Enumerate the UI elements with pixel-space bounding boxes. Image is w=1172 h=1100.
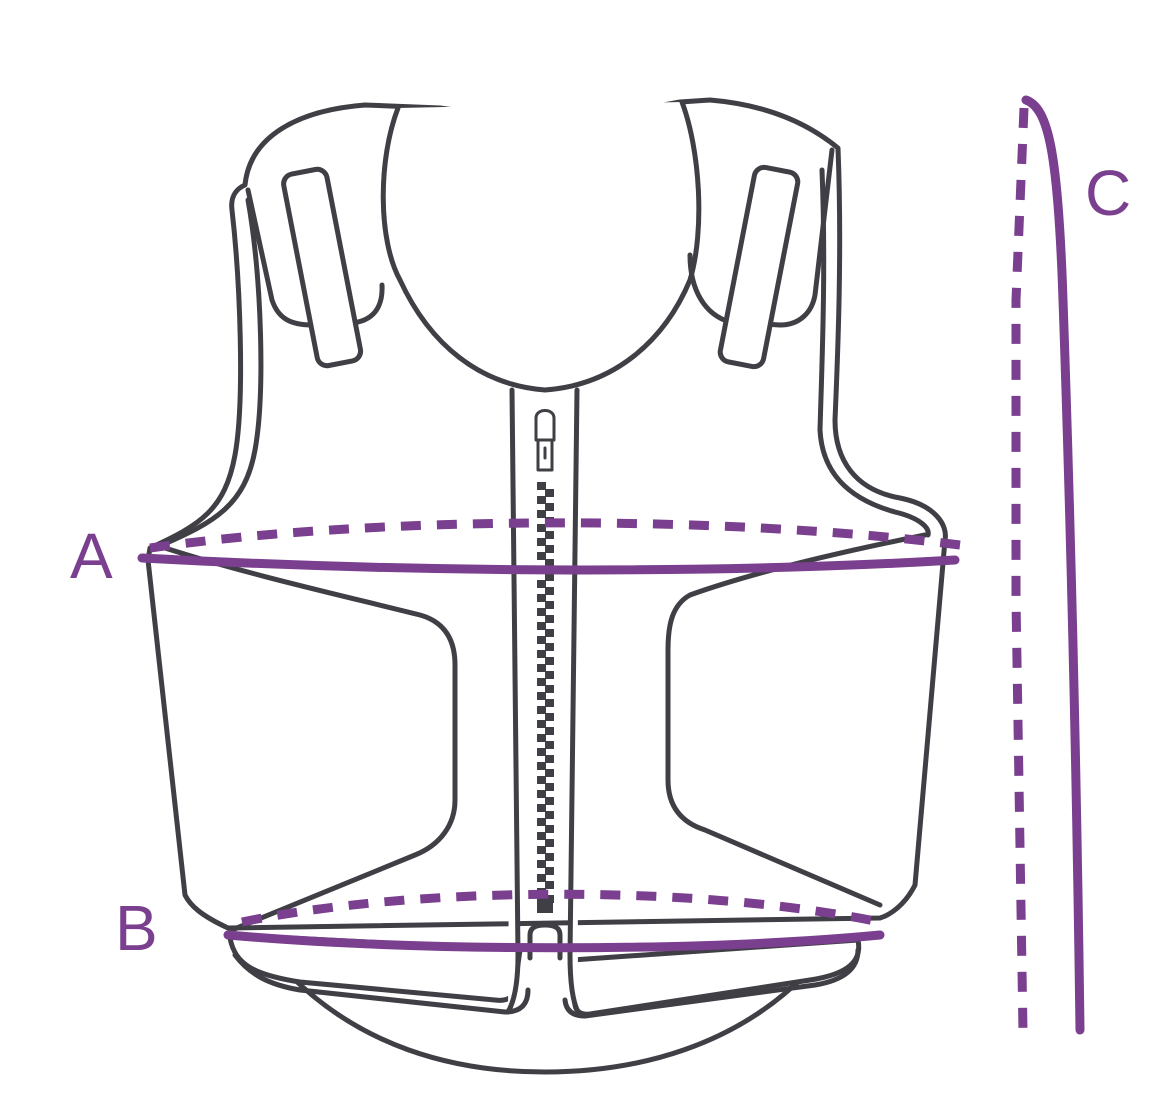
zipper-tooth <box>537 678 546 686</box>
zipper-tooth <box>545 629 554 637</box>
zipper-tooth <box>545 531 554 539</box>
vest-neck-opening <box>380 99 702 393</box>
zipper-tooth <box>545 503 554 511</box>
zipper-tooth <box>537 818 546 826</box>
zipper-tooth <box>545 573 554 581</box>
measurement-a-front-solid <box>137 553 960 575</box>
zipper-tooth <box>537 552 546 560</box>
zipper-tooth <box>545 615 554 623</box>
zipper-tooth <box>545 671 554 679</box>
measurement-b-front-solid <box>223 930 885 953</box>
zipper-tooth <box>545 755 554 763</box>
zipper-tooth <box>545 489 554 497</box>
zipper-tooth <box>545 559 554 567</box>
zipper-tooth <box>545 797 554 805</box>
zipper-tooth <box>537 790 546 798</box>
vest-right-shoulder-strap <box>717 164 801 370</box>
zipper-tooth <box>537 874 546 882</box>
zipper-tooth <box>537 636 546 644</box>
vest-left-side-panel <box>162 545 458 933</box>
zipper-tooth <box>545 825 554 833</box>
zipper-tooth <box>545 699 554 707</box>
label-b: B <box>115 892 158 964</box>
zipper-tooth <box>537 832 546 840</box>
zipper-tooth <box>537 804 546 812</box>
measurement-b-back-dashed <box>241 889 881 927</box>
zipper-tooth <box>545 853 554 861</box>
zipper-tooth <box>537 706 546 714</box>
zipper-tooth <box>537 538 546 546</box>
vest-right-side-inner-line <box>817 167 931 538</box>
zipper-tooth <box>537 482 546 490</box>
zipper-tooth <box>537 748 546 756</box>
zipper-tooth <box>545 685 554 693</box>
zipper-tooth <box>537 580 546 588</box>
zipper-tooth <box>545 713 554 721</box>
zipper-tooth <box>537 650 546 658</box>
zipper-tooth <box>537 846 546 854</box>
zipper-tooth <box>537 622 546 630</box>
zipper-tooth <box>545 811 554 819</box>
vest-lower-flap-left-inner <box>232 952 531 1015</box>
zipper-tooth <box>545 839 554 847</box>
measurement-a-back-dashed <box>149 518 961 553</box>
measurement-c-dashed <box>1011 107 1029 1033</box>
zipper-teeth <box>537 482 554 903</box>
label-c: C <box>1085 157 1131 229</box>
zipper-tooth <box>545 867 554 875</box>
zipper-tooth <box>537 524 546 532</box>
zipper-tooth <box>545 741 554 749</box>
zipper-tooth <box>545 545 554 553</box>
zipper-tooth <box>537 692 546 700</box>
zipper-tooth <box>537 664 546 672</box>
zipper-tooth <box>545 601 554 609</box>
zipper-tooth <box>545 881 554 889</box>
zipper-tooth <box>537 734 546 742</box>
zipper-tooth <box>545 769 554 777</box>
zipper-tooth <box>537 720 546 728</box>
zipper-tooth <box>537 594 546 602</box>
zipper-tooth <box>537 608 546 616</box>
vest-lower-flap-right-inner <box>562 947 861 1019</box>
vest-left-shoulder-strap <box>281 166 364 369</box>
label-a: A <box>70 520 113 592</box>
zipper-tooth <box>545 657 554 665</box>
measurement-c-solid <box>1021 95 1085 1035</box>
zipper-tooth <box>537 510 546 518</box>
zipper-tooth <box>537 496 546 504</box>
zipper-tooth <box>545 783 554 791</box>
zipper-tooth <box>545 727 554 735</box>
zipper-tooth <box>545 643 554 651</box>
zipper-tooth <box>537 860 546 868</box>
zipper-tooth <box>537 776 546 784</box>
vest-zipper-bottom-tab <box>527 922 563 961</box>
vest-right-side-panel <box>665 532 928 908</box>
zipper-bottom-stop <box>537 895 553 913</box>
zipper-tooth <box>537 762 546 770</box>
vest-left-side-inner-line <box>159 197 264 548</box>
zipper-pull-icon <box>534 409 556 472</box>
zipper-tooth <box>545 587 554 595</box>
